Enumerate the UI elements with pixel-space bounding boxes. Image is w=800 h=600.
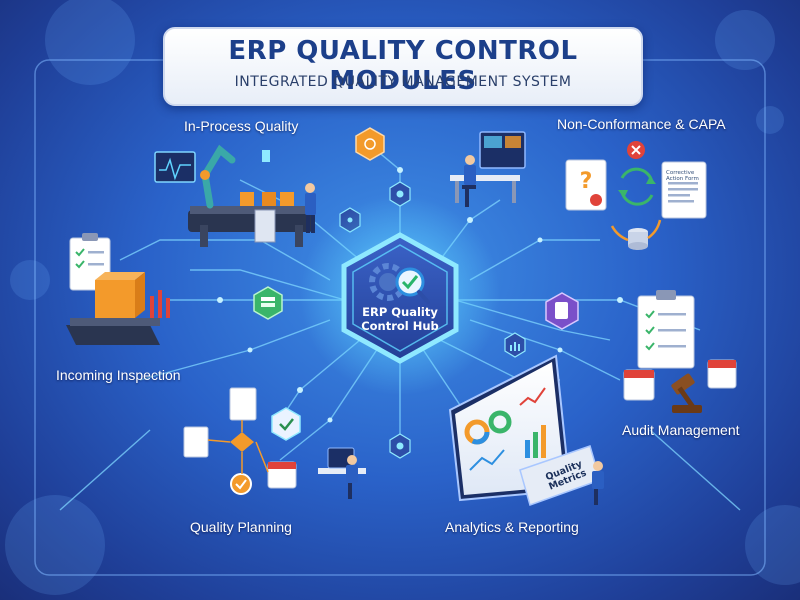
module-label-quality-planning: Quality Planning [190, 519, 292, 535]
settings-hex-icon [389, 433, 411, 459]
module-label-analytics-reporting: Analytics & Reporting [445, 519, 579, 535]
module-label-non-conformance-capa: Non-Conformance & CAPA [557, 116, 726, 132]
hexagon-icon-top [355, 127, 385, 161]
checkmark-hex-icon [271, 407, 301, 441]
engineer-workstation-illustration [450, 131, 526, 207]
quality-planning-illustration [183, 387, 366, 499]
capa-form-label: Corrective Action Form [666, 170, 702, 182]
title-banner: ERP QUALITY CONTROL MODULES INTEGRATED Q… [163, 27, 643, 106]
background-decor [5, 0, 800, 595]
incoming-inspection-illustration [66, 233, 170, 345]
module-label-incoming-inspection: Incoming Inspection [56, 367, 181, 383]
layers-hex-icon [253, 286, 283, 320]
capa-illustration: ? [565, 141, 707, 250]
hub-label: ERP Quality Control Hub [350, 305, 450, 333]
checklist-hex-icon [545, 292, 579, 330]
module-label-audit-management: Audit Management [622, 422, 740, 438]
magnifier-check-icon [395, 267, 430, 304]
hub-label-line2: Control Hub [361, 319, 439, 333]
analytics-dashboard-illustration [448, 354, 604, 506]
bar-chart-hex-icon [504, 332, 526, 358]
page-title: ERP QUALITY CONTROL MODULES [228, 36, 578, 96]
in-process-quality-illustration [154, 144, 316, 247]
svg-text:?: ? [580, 169, 593, 194]
module-label-in-process-quality: In-Process Quality [184, 118, 299, 134]
capa-form-label-line1: Corrective [666, 170, 695, 176]
page-subtitle: INTEGRATED QUALITY MANAGEMENT SYSTEM [234, 74, 572, 90]
hub-label-line1: ERP Quality [362, 305, 438, 319]
audit-management-illustration [623, 290, 737, 413]
capa-form-label-line2: Action Form [666, 176, 699, 182]
